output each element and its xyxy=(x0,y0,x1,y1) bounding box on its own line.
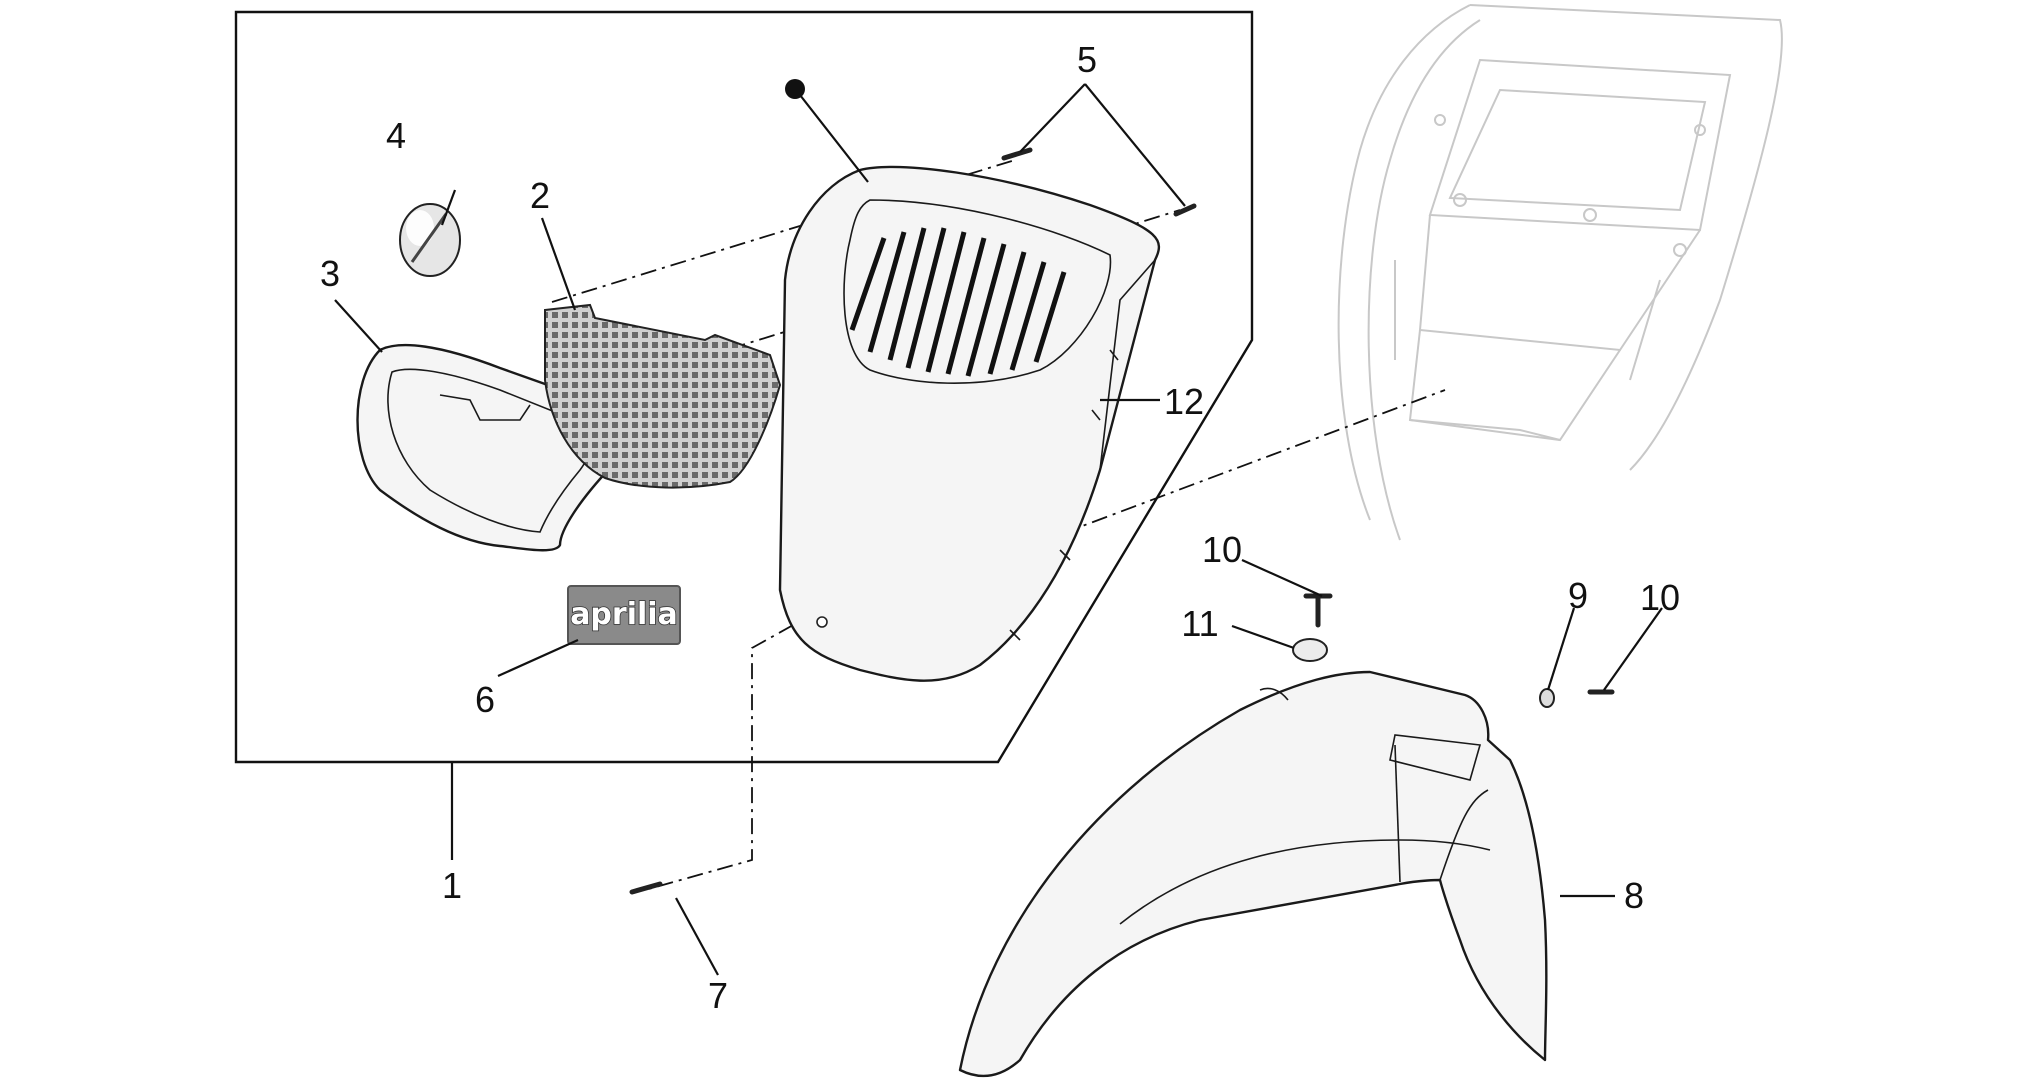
logo-badge-part: aprilia xyxy=(567,585,681,645)
callout-1: 1 xyxy=(442,865,462,906)
callout-10-left: 10 xyxy=(1202,529,1242,570)
front-mudguard-part xyxy=(958,670,1548,1078)
kit-outline-box xyxy=(234,10,1254,764)
new-part-dot-marker xyxy=(785,79,805,99)
callout-12: 12 xyxy=(1164,381,1204,422)
scooter-frame-ghost xyxy=(1337,4,1783,541)
callout-labels: 1 2 3 4 5 6 7 8 9 10 10 11 12 xyxy=(320,39,1680,1016)
callout-2: 2 xyxy=(530,175,550,216)
knob-cap-part xyxy=(399,203,461,277)
shield-vent-slots xyxy=(849,227,1067,377)
front-shield-part xyxy=(778,165,1161,682)
leader-lines xyxy=(334,79,1663,976)
screw-parts-5 xyxy=(1001,147,1197,217)
callout-4: 4 xyxy=(386,115,406,156)
callout-8: 8 xyxy=(1624,875,1644,916)
fastener-parts xyxy=(1292,593,1615,708)
callout-7: 7 xyxy=(708,975,728,1016)
logo-badge-text: aprilia xyxy=(570,597,678,632)
callout-11: 11 xyxy=(1181,603,1218,644)
mesh-grille-part xyxy=(544,303,782,489)
callout-10-right: 10 xyxy=(1640,577,1680,618)
screw-part-7 xyxy=(629,881,663,895)
callout-5: 5 xyxy=(1077,39,1097,80)
callout-9: 9 xyxy=(1568,575,1588,616)
callout-3: 3 xyxy=(320,253,340,294)
callout-6: 6 xyxy=(475,679,495,720)
